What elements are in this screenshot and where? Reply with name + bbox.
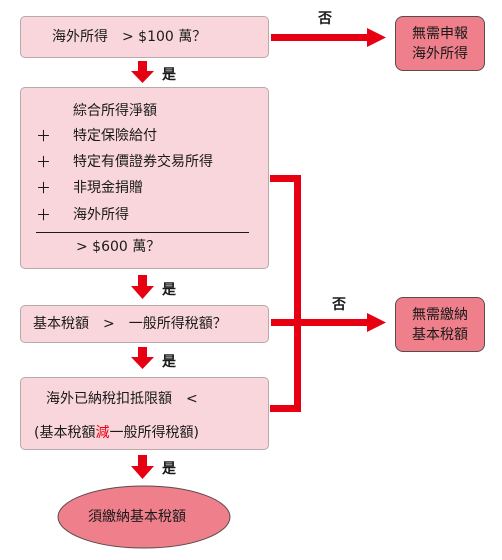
sum-line-5: 海外所得	[73, 207, 129, 223]
result-no-filing: 無需申報 海外所得	[395, 16, 485, 71]
line2-pre: (基本稅額	[34, 425, 96, 441]
yes-label-2: 是	[162, 282, 176, 298]
sum-line-2: 特定保險給付	[73, 128, 157, 144]
sum-line-1: 綜合所得淨額	[73, 103, 157, 119]
final-ellipse	[57, 485, 231, 549]
sum-line-3: 特定有價證券交易所得	[73, 154, 213, 170]
decision-foreign-income-text: 海外所得 > $100 萬？	[52, 29, 207, 45]
decision-credit-limit-line2: (基本稅額減一般所得稅額)	[34, 424, 199, 442]
no-arrow-1	[271, 28, 386, 47]
plus-icon: ＋	[36, 206, 52, 224]
result-no-payment-line2: 基本稅額	[412, 326, 468, 343]
sum-condition: > $600 萬？	[76, 239, 161, 255]
final-result-text: 須繳納基本稅額	[88, 509, 186, 525]
line2-post: 一般所得稅額)	[109, 425, 199, 441]
sum-divider	[36, 232, 249, 233]
down-arrow-4	[131, 455, 154, 479]
down-arrow-3	[131, 347, 154, 369]
plus-icon: ＋	[36, 179, 52, 197]
plus-icon: ＋	[36, 153, 52, 171]
yes-label-4: 是	[162, 461, 176, 477]
plus-icon: ＋	[36, 127, 52, 145]
decision-credit-limit-line1: 海外已納稅扣抵限額 <	[46, 391, 198, 407]
result-no-payment-line1: 無需繳納	[412, 306, 468, 323]
decision-basic-tax-text: 基本稅額 > 一般所得稅額？	[33, 316, 227, 332]
income-sum-box	[20, 87, 269, 269]
result-no-filing-line1: 無需申報	[412, 25, 468, 42]
line2-minus: 減	[95, 425, 110, 441]
result-no-payment: 無需繳納 基本稅額	[395, 297, 485, 352]
yes-label-3: 是	[162, 354, 176, 370]
down-arrow-1	[131, 61, 154, 83]
result-no-filing-line2: 海外所得	[412, 45, 468, 62]
decision-credit-limit	[20, 377, 269, 450]
down-arrow-2	[131, 275, 154, 299]
decision-foreign-income	[20, 16, 269, 58]
no-label-1: 否	[318, 11, 332, 27]
sum-line-4: 非現金捐贈	[73, 180, 143, 196]
no-label-2: 否	[332, 297, 346, 313]
decision-basic-tax	[20, 305, 269, 343]
yes-label-1: 是	[162, 67, 176, 83]
no-arrow-2	[270, 175, 386, 412]
